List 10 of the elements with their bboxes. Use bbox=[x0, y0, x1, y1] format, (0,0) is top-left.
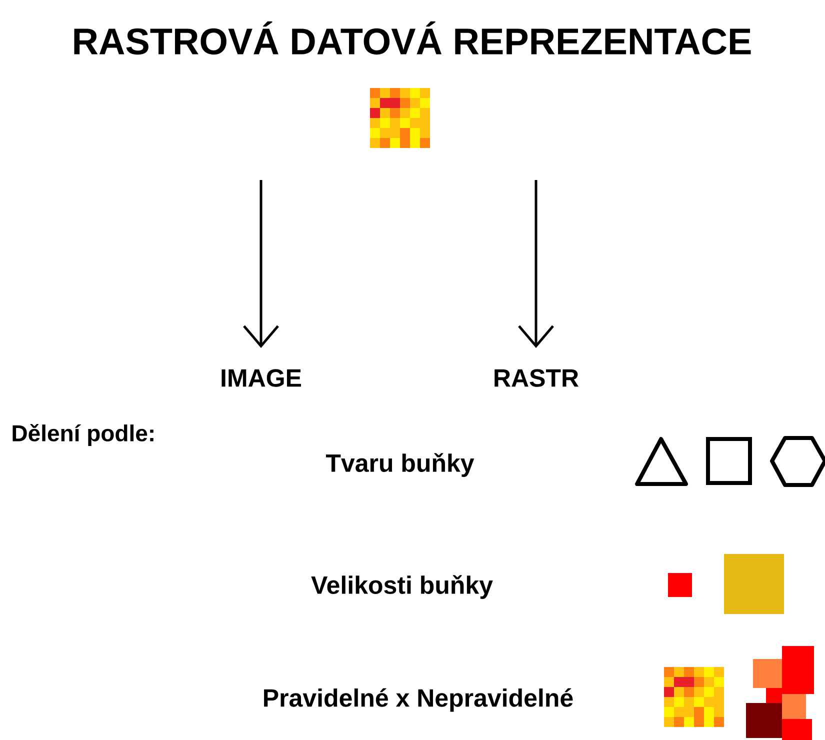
label-text: Tvaru buňky bbox=[326, 453, 474, 477]
node-label: IMAGE bbox=[222, 369, 301, 387]
label-text: Dělení podle: bbox=[12, 424, 154, 446]
label-text: Pravidelné x Nepravidelné bbox=[264, 688, 573, 712]
arrow bbox=[243, 180, 279, 348]
picture bbox=[370, 88, 430, 148]
title: RASTROVÁ DATOVÁ REPREZENTACE bbox=[74, 21, 751, 55]
label-text: Velikosti buňky bbox=[311, 575, 493, 599]
arrow bbox=[518, 180, 554, 348]
node-label: RASTR bbox=[494, 369, 579, 387]
